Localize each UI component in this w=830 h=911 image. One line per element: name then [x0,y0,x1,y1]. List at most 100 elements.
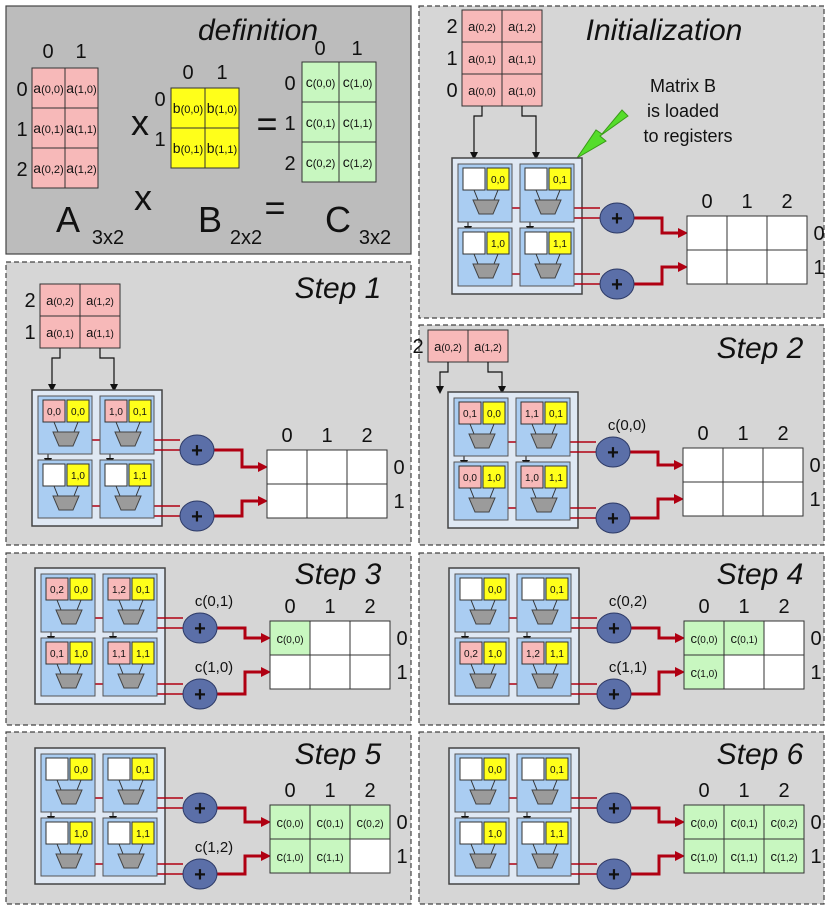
matrix-a-feed-cell-text: a(1,2) [86,293,114,308]
output-cell [349,654,391,690]
adder-icon [596,858,632,890]
equation-c-sub: 3x2 [359,227,391,249]
output-row-label: 1 [810,846,821,868]
pe-wire [138,843,144,855]
green-arrow-icon [576,109,629,159]
output-cell [309,838,351,874]
partial-sum-label: c(1,2) [195,839,233,856]
output-col-label: 1 [741,191,752,213]
pe-a-value: 1,0 [109,407,123,418]
pe-wire [73,485,79,497]
pe-wire [532,663,538,675]
pe-wire [473,253,479,265]
adder-symbol: + [608,798,620,820]
step5-title: Step 5 [295,738,382,771]
pe-wire [56,779,62,791]
pe-b-value: 1,0 [488,829,502,840]
feed-wire [487,362,506,394]
pe-wire [555,189,561,201]
output-col-label: 0 [701,191,712,213]
adder-icon [596,678,632,710]
pe-wire [531,487,537,499]
output-cell [306,449,348,485]
output-cell [683,654,725,690]
pe-b-value: 1,0 [71,471,85,482]
adder-symbol: + [194,684,206,706]
adder-symbol: + [191,440,203,462]
adder: + [182,858,218,890]
processing-element: 1,1 [102,817,158,877]
output-row-label: 1 [810,662,821,684]
multiplier-icon [534,199,562,215]
matrix-a-feed-cell [501,41,543,75]
matrix-a-feed-cell [461,9,503,43]
definition-a-col-label: 0 [42,41,53,63]
pe-a-value: 0,1 [50,649,64,660]
pe-wire [138,663,144,675]
definition-matrix-c-cell [338,141,377,183]
output-row-label: 1 [813,257,824,279]
definition-a-row-label: 0 [16,79,27,101]
adder-symbol: + [607,442,619,464]
matrix-a-feed-cell [461,73,503,107]
adder-icon [182,792,218,824]
pe-a-register [45,821,69,845]
multiplier-icon [114,431,142,447]
output-matrix [682,447,804,517]
pe-a-value: 1,2 [526,649,540,660]
output-cell [309,654,351,690]
pe-wire [470,843,476,855]
matrix-a-feed-cell-text: a(1,2) [508,19,536,34]
multiplier-icon [530,497,558,513]
pe-wire [551,487,557,499]
note-line-2: is loaded [647,101,719,121]
pe-b-value: 1,1 [550,649,564,660]
definition-c-row-label: 0 [284,73,295,95]
adder: + [182,792,218,824]
pe-wire [138,779,144,791]
definition-matrix-c-cell-text: c(1,0) [343,74,373,90]
pe-wire [473,189,479,201]
multiplier-icon [55,789,83,805]
matrix-a-feed-cell-text: a(0,2) [434,339,462,354]
multiplier-icon [55,853,83,869]
pe-wire [118,843,124,855]
multiplier-icon [52,431,80,447]
output-col-label: 0 [697,423,708,445]
output-cell [722,447,764,483]
definition-matrix-a-cell-text: a(1,0) [66,80,96,96]
partial-sum-label: c(1,1) [609,659,647,676]
pe-a-value: 1,0 [525,473,539,484]
adder-symbol: + [608,618,620,640]
step3-title: Step 3 [295,558,382,591]
pe-b-value: 0,1 [136,765,150,776]
multiplier-icon [468,433,496,449]
equation-a-sub: 3x2 [92,227,124,249]
output-arrow [214,448,268,472]
definition-equals: = [256,103,277,144]
processing-element: 0,0 [454,573,510,633]
processing-element: 0,0 [454,753,510,813]
adder-icon [179,434,215,466]
definition-matrix-b-cell-text: b(1,1) [207,140,237,156]
processing-element: 1,0 [37,459,93,519]
pe-wire [53,485,59,497]
pe-a-register [107,821,131,845]
output-cell-text: c(0,0) [690,815,717,830]
matrix-a-feed: a(0,2)a(1,2) [427,329,509,363]
step4-title: Step 4 [717,558,804,591]
multiplier-icon [117,609,145,625]
processing-element: 0,1 [519,163,575,223]
pe-b-value: 0,0 [488,765,502,776]
output-cell [763,620,805,656]
multiplier-icon [531,853,559,869]
note-line-1: Matrix B [650,76,716,96]
processing-element: 0,0 [40,753,96,813]
output-arrow [217,851,271,876]
processing-element: 1,0 [40,817,96,877]
pe-wire [531,423,537,435]
definition-matrix-a-cell-text: a(1,2) [66,160,96,176]
